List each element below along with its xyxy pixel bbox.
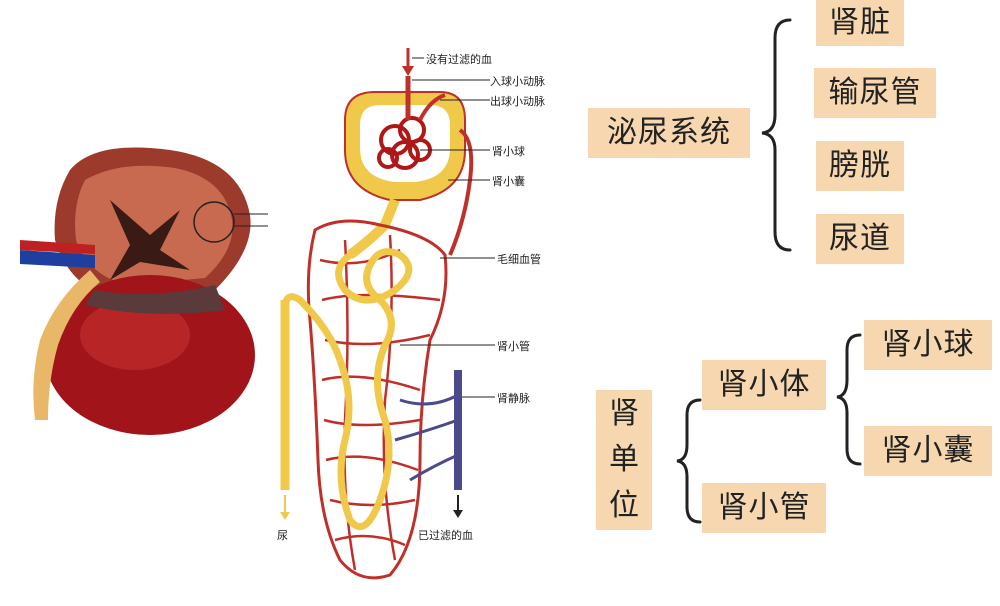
nephron-title: 肾 单 位 (596, 390, 652, 530)
label-efferent-arteriole: 出球小动脉 (490, 95, 545, 108)
corpuscle-part-capsule: 肾小囊 (864, 426, 992, 476)
glomerulus-cluster (377, 116, 432, 170)
nephron-corpuscle: 肾小体 (702, 360, 826, 410)
nephron-title-char-2: 单 (609, 442, 639, 477)
label-tubule: 肾小管 (497, 340, 530, 353)
nephron-brace (676, 398, 702, 524)
urinary-item-ureter: 输尿管 (814, 68, 936, 118)
label-glomerulus: 肾小球 (492, 145, 525, 158)
urinary-brace (761, 18, 792, 252)
urinary-item-kidney: 肾脏 (816, 0, 904, 46)
label-unfiltered-blood: 没有过滤的血 (426, 53, 492, 66)
label-capillaries: 毛细血管 (497, 253, 541, 266)
label-urine: 尿 (277, 529, 288, 542)
label-filtered-blood: 已过滤的血 (418, 529, 473, 542)
label-bowmans-capsule: 肾小囊 (492, 175, 525, 188)
urinary-system-title: 泌尿系统 (588, 108, 750, 158)
urinary-item-bladder: 膀胱 (816, 141, 904, 191)
nephron-title-char-3: 位 (609, 488, 639, 523)
corpuscle-brace (836, 333, 862, 466)
nephron-title-char-1: 肾 (609, 396, 639, 431)
label-renal-vein: 肾静脉 (497, 392, 530, 405)
kidney-nephron-illustration (20, 48, 495, 580)
nephron-tubule: 肾小管 (702, 483, 826, 533)
nephron-illustration (280, 48, 495, 580)
label-afferent-arteriole: 入球小动脉 (490, 75, 545, 88)
corpuscle-part-glomerulus: 肾小球 (864, 320, 992, 370)
urinary-item-urethra: 尿道 (816, 214, 904, 264)
kidney-cross-section (20, 147, 268, 435)
